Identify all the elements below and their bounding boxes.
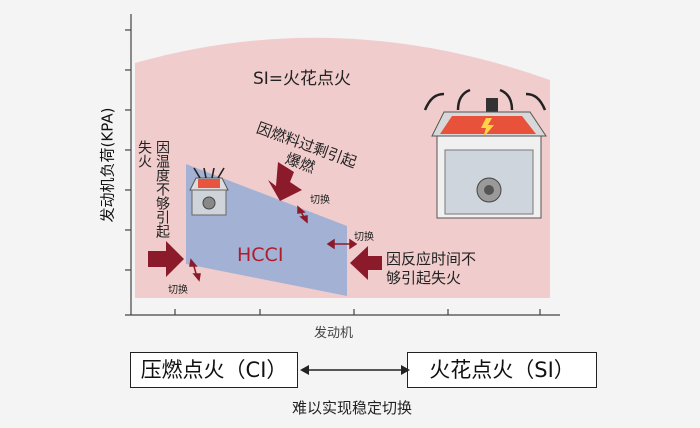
switch-arrow-bottom [189, 258, 201, 282]
hcci-region-label: HCCI [237, 244, 284, 266]
switch-arrow-right [326, 238, 358, 250]
switch-label-right: 切换 [354, 232, 374, 243]
y-axis-label: 发动机负荷(KPA) [98, 107, 117, 223]
y-axis [125, 14, 132, 315]
ci-box: 压燃点火（CI） [130, 352, 298, 388]
bidirectional-arrow [300, 365, 410, 375]
annotation-low-temp: 因温度不够引起失火 [136, 140, 170, 238]
engine-large-icon [423, 88, 547, 219]
si-region-label: SI=火花点火 [253, 69, 352, 89]
engine-small-icon [189, 167, 229, 216]
arrow-low-temp [148, 241, 184, 277]
switch-label-bottom: 切换 [168, 285, 188, 296]
x-axis [125, 309, 560, 316]
annotation-reaction-time: 因反应时间不够引起失火 [386, 250, 477, 287]
bottom-caption: 难以实现稳定切换 [292, 399, 413, 417]
x-axis-label: 发动机 [314, 326, 354, 341]
switch-label-top: 切换 [310, 195, 330, 206]
arrow-excess-fuel [268, 162, 302, 201]
switch-arrow-top [297, 205, 308, 224]
si-box: 火花点火（SI） [407, 352, 597, 388]
arrow-reaction-time [350, 246, 382, 280]
